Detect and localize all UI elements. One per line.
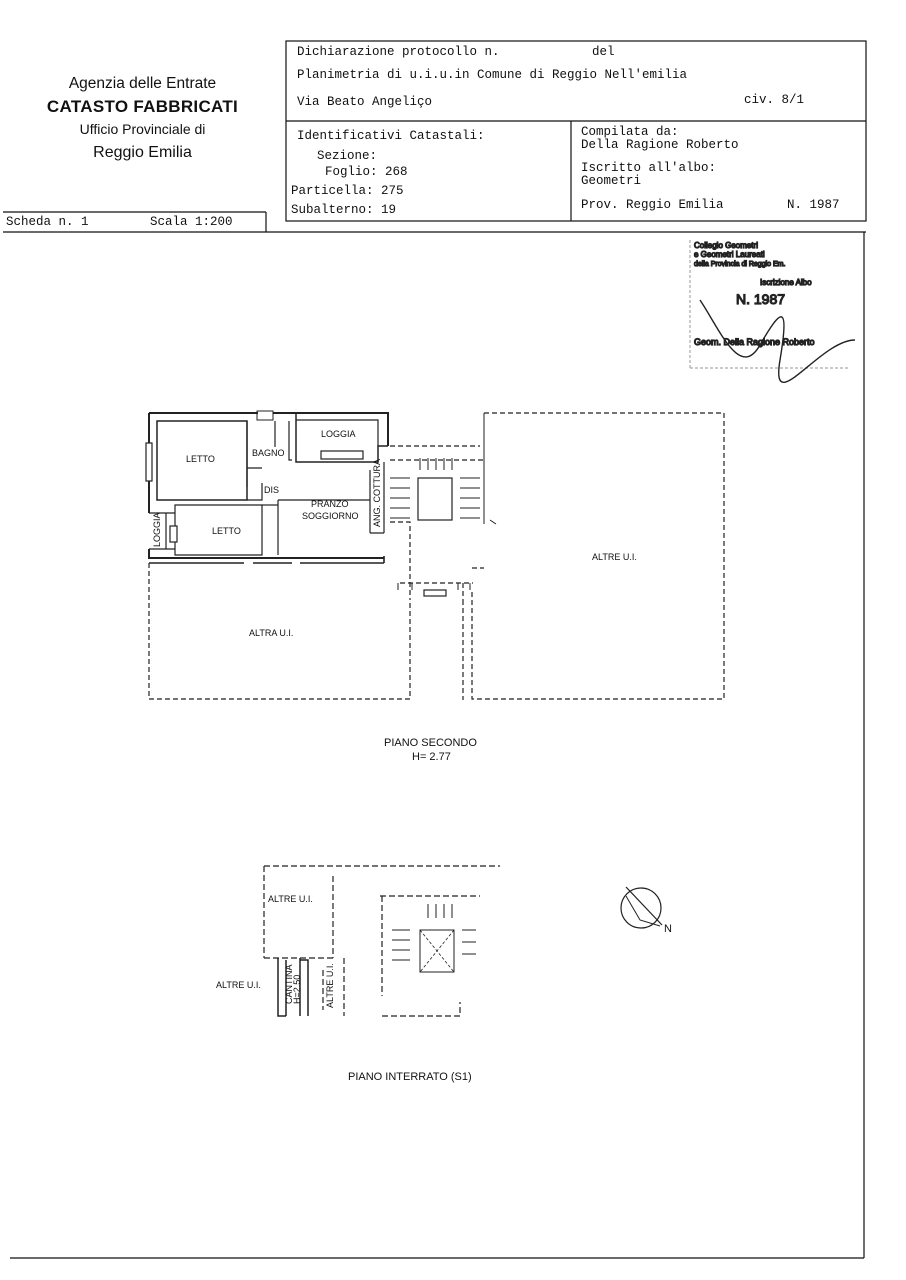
planimetria-label: Planimetria di u.i.u.in Comune di Reggio…	[297, 68, 688, 82]
foglio-field: Foglio: 268	[325, 165, 408, 179]
caption-piano-interrato: PIANO INTERRATO (S1)	[348, 1071, 472, 1083]
stamp-line4: Iscrizione Albo	[760, 278, 812, 287]
room-dis: DIS	[264, 485, 279, 495]
scheda-number: Scheda n. 1	[6, 215, 89, 229]
albo-number: N. 1987	[787, 198, 840, 212]
altre-ui-label: ALTRE U.I.	[592, 552, 637, 562]
plan-second-floor	[145, 410, 725, 700]
office-label: Ufficio Provinciale di	[79, 121, 206, 137]
stamp-line5: N. 1987	[736, 291, 785, 307]
room-ang-cottura: ANG. COTTURA	[372, 459, 382, 527]
iscritto-label: Iscritto all'albo:	[581, 161, 717, 175]
office-city: Reggio Emilia	[93, 144, 192, 161]
room-letto-2: LETTO	[212, 526, 241, 536]
address: Via Beato Angeliço	[297, 95, 433, 109]
stamp-line1: Collegio Geometri	[694, 241, 758, 250]
catasto-title: CATASTO FABBRICATI	[46, 97, 239, 116]
sezione-field: Sezione:	[317, 149, 378, 163]
caption-height: H= 2.77	[412, 751, 451, 763]
stamp-line3: della Provincia di Reggio Em.	[694, 261, 785, 268]
stamp-line6: Geom. Della Ragione Roberto	[694, 337, 815, 347]
altra-ui-label: ALTRA U.I.	[249, 628, 293, 638]
subalterno-field: Subalterno: 19	[291, 203, 397, 217]
province-field: Prov. Reggio Emilia	[581, 198, 724, 212]
dichiarazione-label: Dichiarazione protocollo n.	[297, 45, 500, 59]
basement-altre-top: ALTRE U.I.	[268, 894, 313, 904]
room-letto-1: LETTO	[186, 454, 215, 464]
caption-piano-secondo: PIANO SECONDO	[384, 737, 477, 749]
room-loggia-top: LOGGIA	[321, 429, 356, 439]
signature	[699, 299, 856, 383]
room-pranzo: PRANZO	[311, 499, 349, 509]
compilata-name: Della Ragione Roberto	[581, 138, 739, 152]
plan-basement	[263, 865, 500, 1017]
particella-field: Particella: 275	[291, 184, 404, 198]
basement-cantina-height: H=2.50	[292, 975, 302, 1004]
agency-name: Agenzia delle Entrate	[68, 75, 217, 92]
stamp-line2: e Geometri Laureati	[694, 250, 765, 259]
iscritto-value: Geometri	[581, 174, 642, 188]
identificativi-title: Identificativi Catastali:	[297, 129, 485, 143]
basement-altre-vertical: ALTRE U.I.	[325, 963, 335, 1008]
basement-altre-left: ALTRE U.I.	[216, 980, 261, 990]
room-soggiorno: SOGGIORNO	[302, 511, 359, 521]
compass-label: N	[664, 923, 672, 935]
north-compass-icon	[620, 886, 663, 929]
professional-stamp: Collegio Geometri e Geometri Laureati de…	[689, 240, 856, 383]
room-loggia-side: LOGGIA	[152, 512, 162, 547]
basement-cantina: CANTINA	[284, 964, 294, 1004]
civic-number: civ. 8/1	[744, 93, 805, 107]
scale-label: Scala 1:200	[150, 215, 233, 229]
room-bagno: BAGNO	[252, 448, 285, 458]
del-label: del	[592, 45, 615, 59]
header-frame	[3, 40, 867, 233]
agency-block: Agenzia delle Entrate CATASTO FABBRICATI…	[0, 72, 285, 164]
compilata-label: Compilata da:	[581, 125, 679, 139]
